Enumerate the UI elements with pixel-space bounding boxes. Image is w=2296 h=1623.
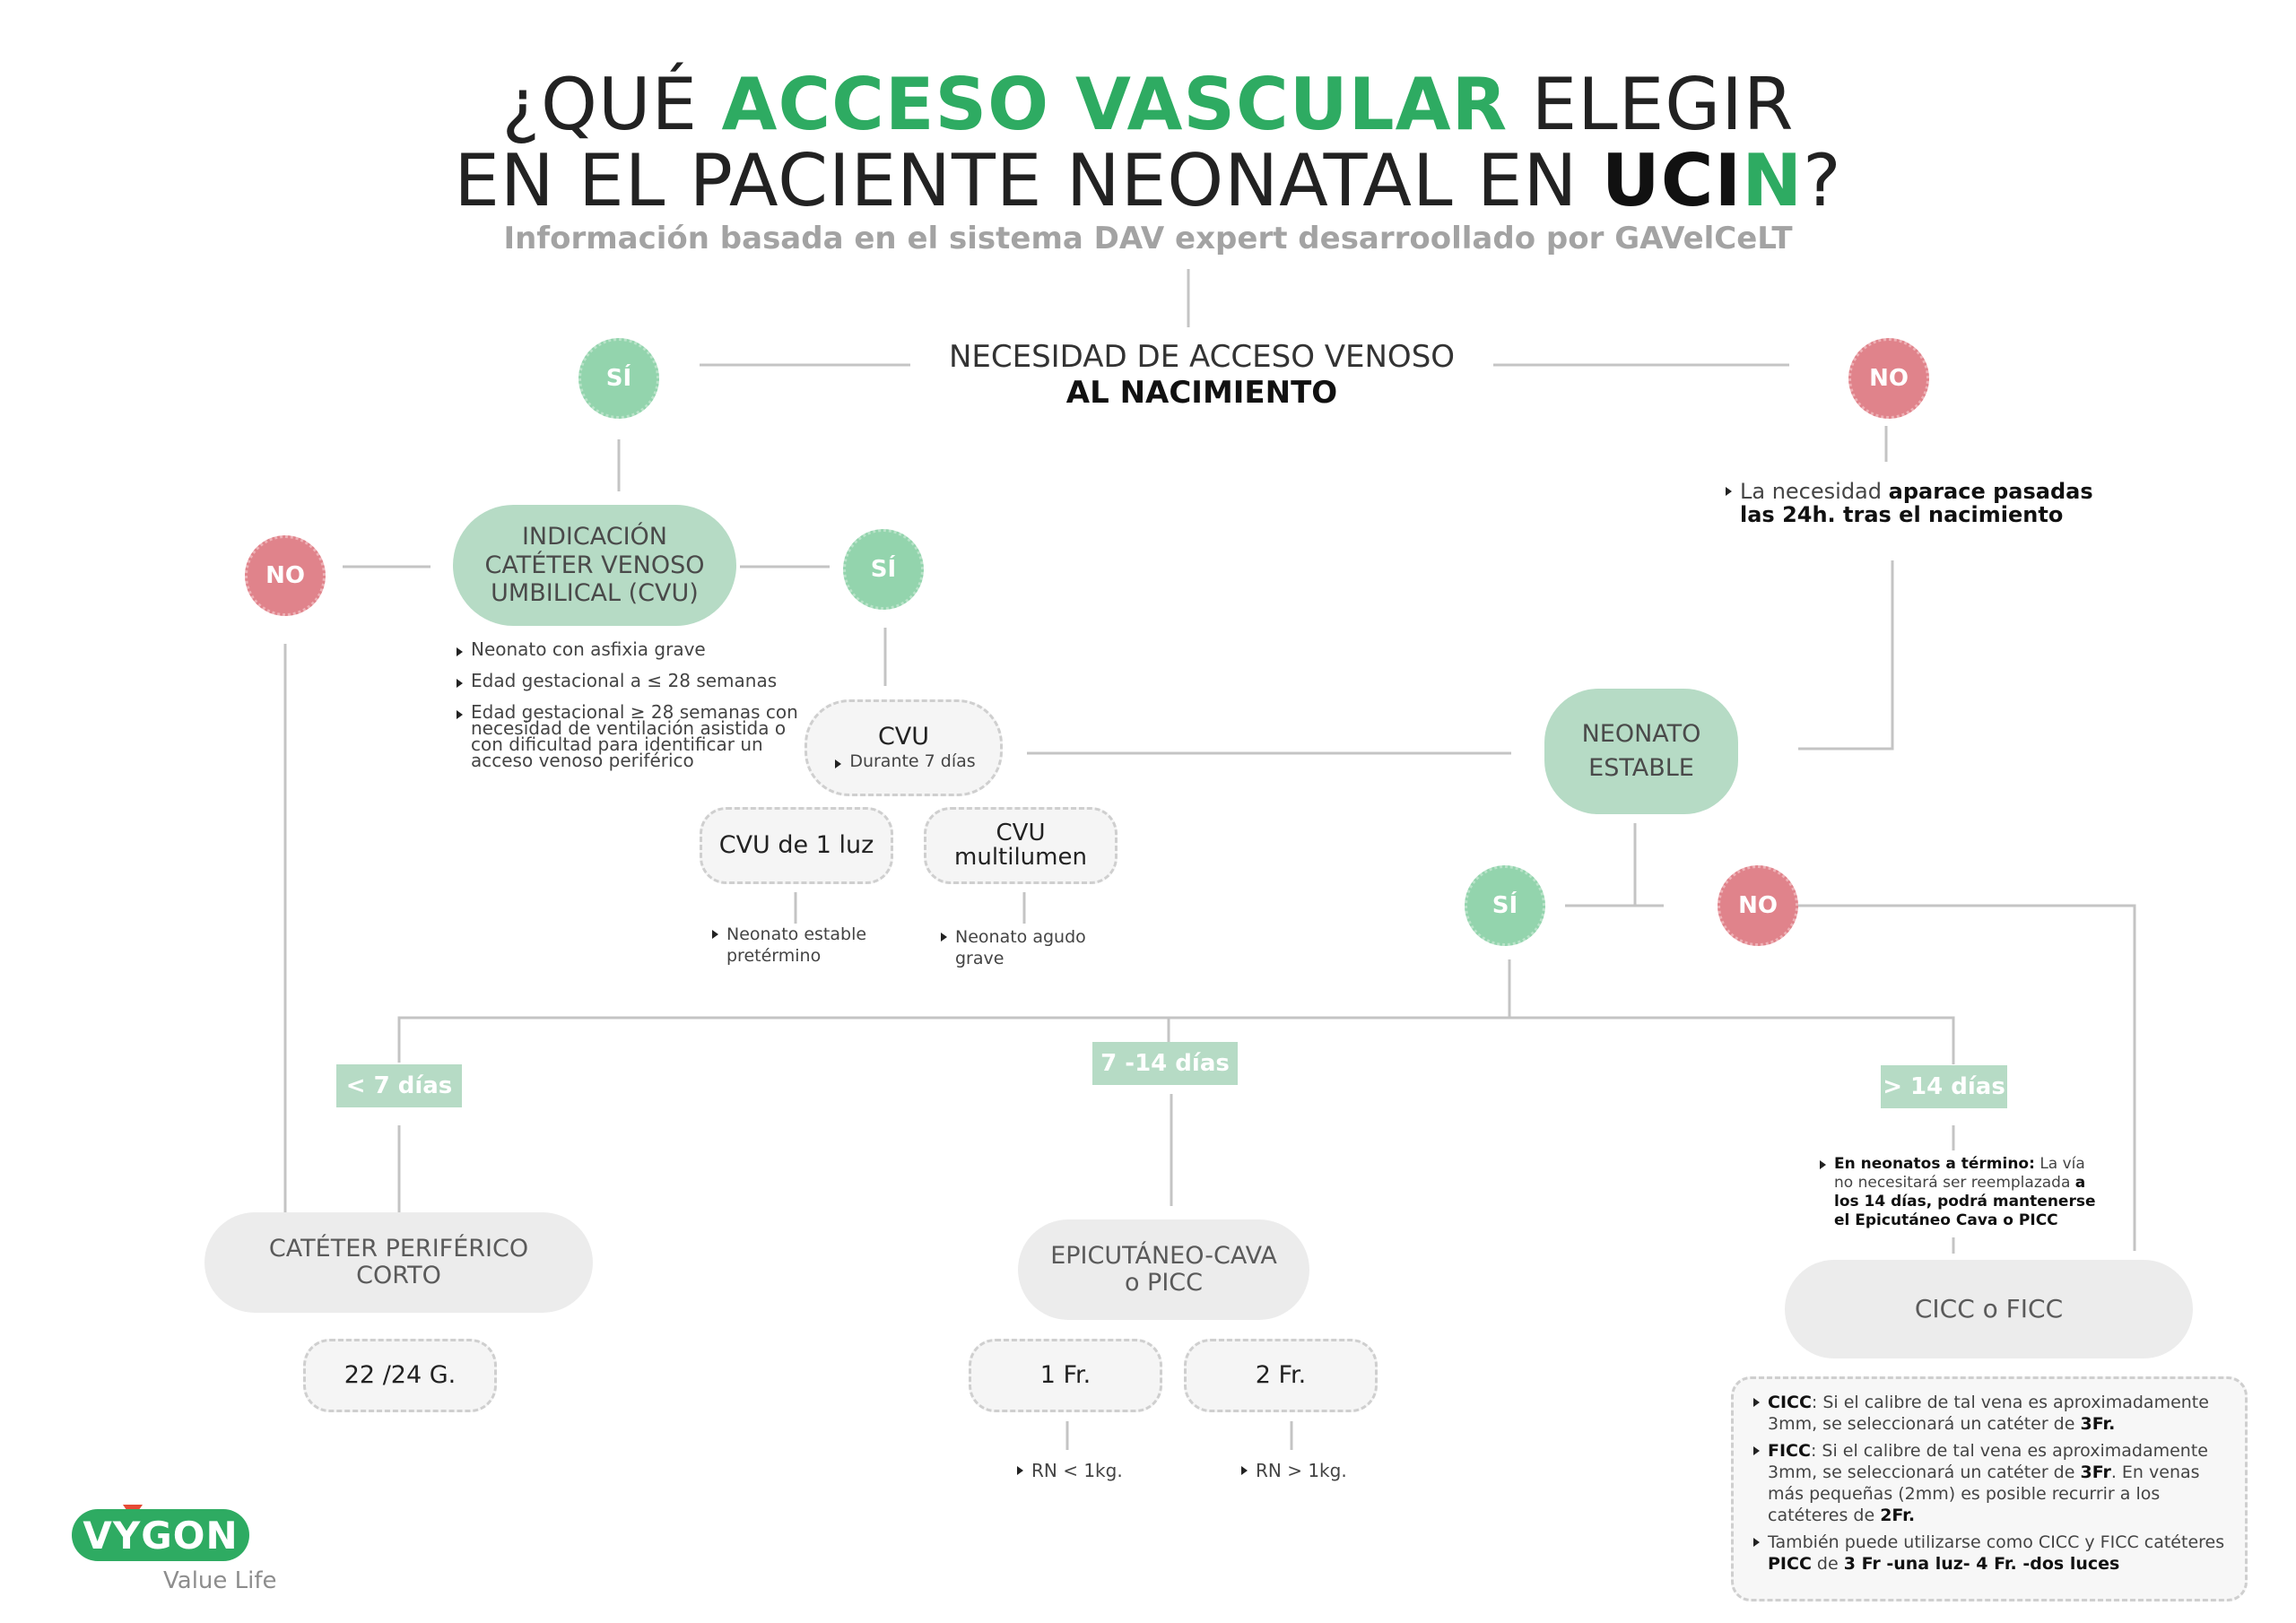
fr1-option: 1 Fr. bbox=[969, 1339, 1162, 1412]
fr1-note: RN < 1kg. bbox=[1013, 1460, 1139, 1481]
no-badge: NO bbox=[245, 535, 326, 616]
ficc-detail: FICC: Si el calibre de tal vena es aprox… bbox=[1750, 1440, 2229, 1526]
title-highlight: ACCESO VASCULAR bbox=[721, 63, 1509, 146]
node-line: multilumen bbox=[954, 844, 1087, 871]
no-badge: NO bbox=[1718, 865, 1798, 946]
note-bold: PICC bbox=[1768, 1554, 1812, 1574]
term-note-item: En neonatos a término: La vía no necesit… bbox=[1816, 1155, 2103, 1230]
node-line: UMBILICAL (CVU) bbox=[491, 579, 699, 608]
note-bold: aparace pasadas las 24h. tras el nacimie… bbox=[1740, 479, 2093, 527]
title-highlight: UCI bbox=[1601, 139, 1743, 222]
cvu-node: CVU Durante 7 días bbox=[804, 699, 1003, 796]
node-line: INDICACIÓN bbox=[521, 522, 667, 551]
page-title: ¿QUÉ ACCESO VASCULAR ELEGIR bbox=[0, 63, 2296, 146]
node-line: ESTABLE bbox=[1588, 754, 1694, 782]
epicutaneous-picc-node: EPICUTÁNEO-CAVA o PICC bbox=[1018, 1219, 1309, 1320]
cvu-indication-criteria: Neonato con asfixia grave Edad gestacion… bbox=[453, 640, 803, 784]
title-text: EN EL PACIENTE NEONATAL EN bbox=[454, 139, 1602, 222]
cicc-ficc-node: CICC o FICC bbox=[1785, 1260, 2193, 1358]
node-line: o PICC bbox=[1124, 1269, 1204, 1297]
logo-tagline: Value Life bbox=[163, 1567, 277, 1594]
cvu-multilumen: CVU multilumen bbox=[924, 807, 1118, 884]
yes-badge: SÍ bbox=[578, 338, 659, 419]
root-question: NECESIDAD DE ACCESO VENOSO AL NACIMIENTO bbox=[910, 339, 1493, 411]
node-line: NEONATO bbox=[1581, 720, 1701, 749]
node-line: EPICUTÁNEO-CAVA bbox=[1050, 1242, 1277, 1271]
no-badge: NO bbox=[1848, 338, 1929, 419]
yes-badge: SÍ bbox=[843, 529, 924, 610]
page-title-line2: EN EL PACIENTE NEONATAL EN UCIN? bbox=[0, 139, 2296, 222]
cvu-duration: Durante 7 días bbox=[831, 752, 976, 771]
note-item: Neonato estable pretérmino bbox=[709, 924, 888, 967]
node-line: CATÉTER PERIFÉRICO bbox=[268, 1235, 529, 1263]
note-bold: FICC bbox=[1768, 1441, 1811, 1461]
duration-short-tag: < 7 días bbox=[336, 1064, 462, 1107]
note-text: : Si el calibre de tal vena es aproximad… bbox=[1768, 1441, 2208, 1482]
criteria-item: Edad gestacional ≥ 28 semanas con necesi… bbox=[453, 703, 803, 769]
fr2-option: 2 Fr. bbox=[1184, 1339, 1378, 1412]
duration-long-tag: > 14 días bbox=[1881, 1065, 2007, 1108]
duration-mid-tag: 7 -14 días bbox=[1092, 1042, 1238, 1085]
node-line: CVU bbox=[996, 819, 1046, 846]
note-bold: En neonatos a término: bbox=[1834, 1155, 2035, 1173]
note-bold: 2Fr. bbox=[1880, 1506, 1916, 1525]
late-need-note: La necesidad aparace pasadas las 24h. tr… bbox=[1722, 480, 2099, 526]
cvu-duration-item: Durante 7 días bbox=[831, 752, 976, 771]
root-question-line2: AL NACIMIENTO bbox=[1065, 375, 1338, 411]
gauge-option: 22 /24 G. bbox=[303, 1339, 497, 1412]
vygon-logo: VYGON bbox=[72, 1509, 249, 1561]
cicc-detail: CICC: Si el calibre de tal vena es aprox… bbox=[1750, 1392, 2229, 1435]
picc-alt-detail: También puede utilizarse como CICC y FIC… bbox=[1750, 1532, 2229, 1575]
cvu-indication-node: INDICACIÓN CATÉTER VENOSO UMBILICAL (CVU… bbox=[453, 505, 736, 626]
note-bold: 3Fr bbox=[2080, 1462, 2111, 1482]
title-highlight: N bbox=[1742, 139, 1804, 222]
cvu-title: CVU bbox=[877, 722, 930, 751]
cvu-multi-note: Neonato agudo grave bbox=[937, 926, 1103, 969]
note-bold: CICC bbox=[1768, 1393, 1812, 1412]
title-text: ? bbox=[1803, 139, 1842, 222]
yes-badge: SÍ bbox=[1465, 865, 1545, 946]
stable-neonate-node: NEONATO ESTABLE bbox=[1544, 689, 1738, 814]
note-item: Neonato agudo grave bbox=[937, 926, 1103, 969]
note-text: : Si el calibre de tal vena es aproximad… bbox=[1768, 1393, 2209, 1434]
node-line: CORTO bbox=[356, 1262, 441, 1289]
note-item: RN > 1kg. bbox=[1238, 1460, 1363, 1481]
root-question-line1: NECESIDAD DE ACCESO VENOSO bbox=[948, 339, 1456, 375]
late-need-item: La necesidad aparace pasadas las 24h. tr… bbox=[1722, 480, 2099, 526]
short-peripheral-catheter-node: CATÉTER PERIFÉRICO CORTO bbox=[204, 1212, 593, 1313]
cvu-single-lumen: CVU de 1 luz bbox=[700, 807, 893, 884]
title-text: ¿QUÉ bbox=[501, 63, 722, 146]
note-text: También puede utilizarse como CICC y FIC… bbox=[1768, 1532, 2225, 1552]
note-text: . En venas más pequeñas (2mm) es posible… bbox=[1768, 1462, 2200, 1525]
note-bold: 3Fr. bbox=[2080, 1414, 2116, 1434]
node-line: CATÉTER VENOSO bbox=[484, 551, 705, 579]
note-text: de bbox=[1811, 1554, 1844, 1574]
note-bold: a los 14 días, podrá mantenerse el Epicu… bbox=[1834, 1174, 2096, 1229]
fr2-note: RN > 1kg. bbox=[1238, 1460, 1363, 1481]
subtitle: Información basada en el sistema DAV exp… bbox=[503, 221, 1793, 256]
note-item: RN < 1kg. bbox=[1013, 1460, 1139, 1481]
term-neonate-note: En neonatos a término: La vía no necesit… bbox=[1816, 1155, 2103, 1230]
note-text: La necesidad bbox=[1740, 479, 1889, 504]
criteria-item: Neonato con asfixia grave bbox=[453, 640, 803, 658]
note-text: La vía no necesitará ser reemplazada bbox=[1834, 1155, 2085, 1192]
cicc-ficc-details: CICC: Si el calibre de tal vena es aprox… bbox=[1750, 1392, 2229, 1575]
criteria-item: Edad gestacional a ≤ 28 semanas bbox=[453, 672, 803, 690]
note-bold: 3 Fr -una luz- 4 Fr. -dos luces bbox=[1843, 1554, 2120, 1574]
title-text: ELEGIR bbox=[1508, 63, 1795, 146]
cicc-ficc-details-box: CICC: Si el calibre de tal vena es aprox… bbox=[1731, 1376, 2248, 1601]
cvu-single-note: Neonato estable pretérmino bbox=[709, 924, 888, 967]
